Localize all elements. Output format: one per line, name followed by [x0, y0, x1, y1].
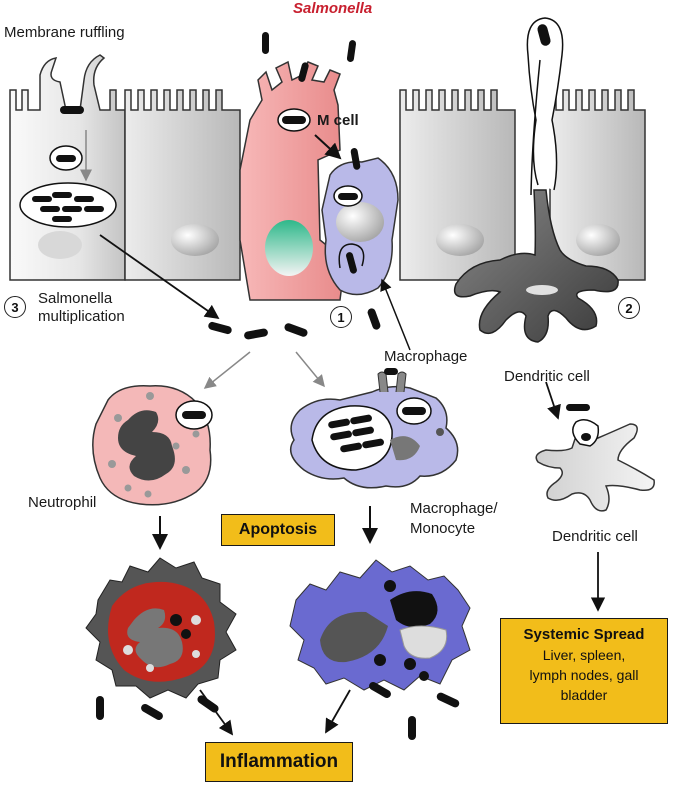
- dendritic-cell-top: [453, 17, 619, 343]
- multiplication-arrow: [99, 234, 220, 320]
- arrow-macrophage-inflammation: [325, 689, 351, 734]
- arrow-neutrophil-inflammation: [199, 689, 234, 736]
- label-multiplication-1: Salmonella: [38, 290, 113, 307]
- neutrophil: [92, 385, 213, 506]
- macrophage-mcell: [321, 157, 399, 296]
- bacterium-near-dc: [566, 404, 590, 411]
- epithelial-cell-3: [399, 89, 516, 281]
- marker-3: 3: [4, 296, 26, 318]
- macrophage-pointer: [380, 278, 411, 351]
- salmonella-top: [262, 32, 361, 170]
- m-cell: [239, 60, 346, 301]
- m-cell-arrow: [314, 134, 342, 160]
- necrotic-neutrophil: [85, 557, 237, 699]
- arrow-dc-down: [545, 381, 561, 420]
- label-m-cell: M cell: [317, 112, 359, 129]
- diagram-title: Salmonella: [293, 0, 373, 17]
- label-multiplication-2: multiplication: [38, 308, 125, 325]
- bacterium-vesicle: [49, 145, 83, 171]
- label-macrophage-monocyte-1: Macrophage/: [410, 500, 498, 517]
- marker-1: 1: [330, 306, 352, 328]
- debris-bacteria: [96, 682, 460, 740]
- dendritic-cell-bottom: [535, 419, 655, 512]
- arrow-to-neutrophil: [203, 351, 251, 389]
- label-macrophage-monocyte-2: Monocyte: [410, 520, 476, 537]
- marker-2: 2: [618, 297, 640, 319]
- apoptosis-box: Apoptosis: [221, 514, 335, 546]
- epithelial-cell-4: [549, 89, 646, 281]
- label-dendritic-cell-bottom: Dendritic cell: [552, 528, 638, 545]
- systemic-spread-title: Systemic Spread: [523, 626, 645, 643]
- arrow-to-macrophage: [295, 351, 325, 388]
- bacterium-in-ruffle: [60, 106, 84, 114]
- label-macrophage: Macrophage: [384, 348, 468, 365]
- epithelial-cell-2: [124, 89, 241, 281]
- systemic-spread-box: Systemic Spread Liver, spleen, lymph nod…: [500, 618, 668, 724]
- systemic-spread-line-3: bladder: [560, 687, 608, 703]
- salmonella-cluster: [208, 308, 381, 340]
- bacteria-vacuole: [19, 182, 117, 228]
- label-neutrophil: Neutrophil: [28, 494, 97, 511]
- label-dendritic-cell-top: Dendritic cell: [504, 368, 590, 385]
- necrotic-macrophage: [289, 559, 471, 691]
- inflammation-box: Inflammation: [205, 742, 353, 782]
- macrophage-monocyte: [289, 368, 459, 489]
- label-membrane-ruffling: Membrane ruffling: [4, 24, 125, 41]
- systemic-spread-line-2: lymph nodes, gall: [529, 667, 639, 683]
- systemic-spread-line-1: Liver, spleen,: [542, 647, 626, 663]
